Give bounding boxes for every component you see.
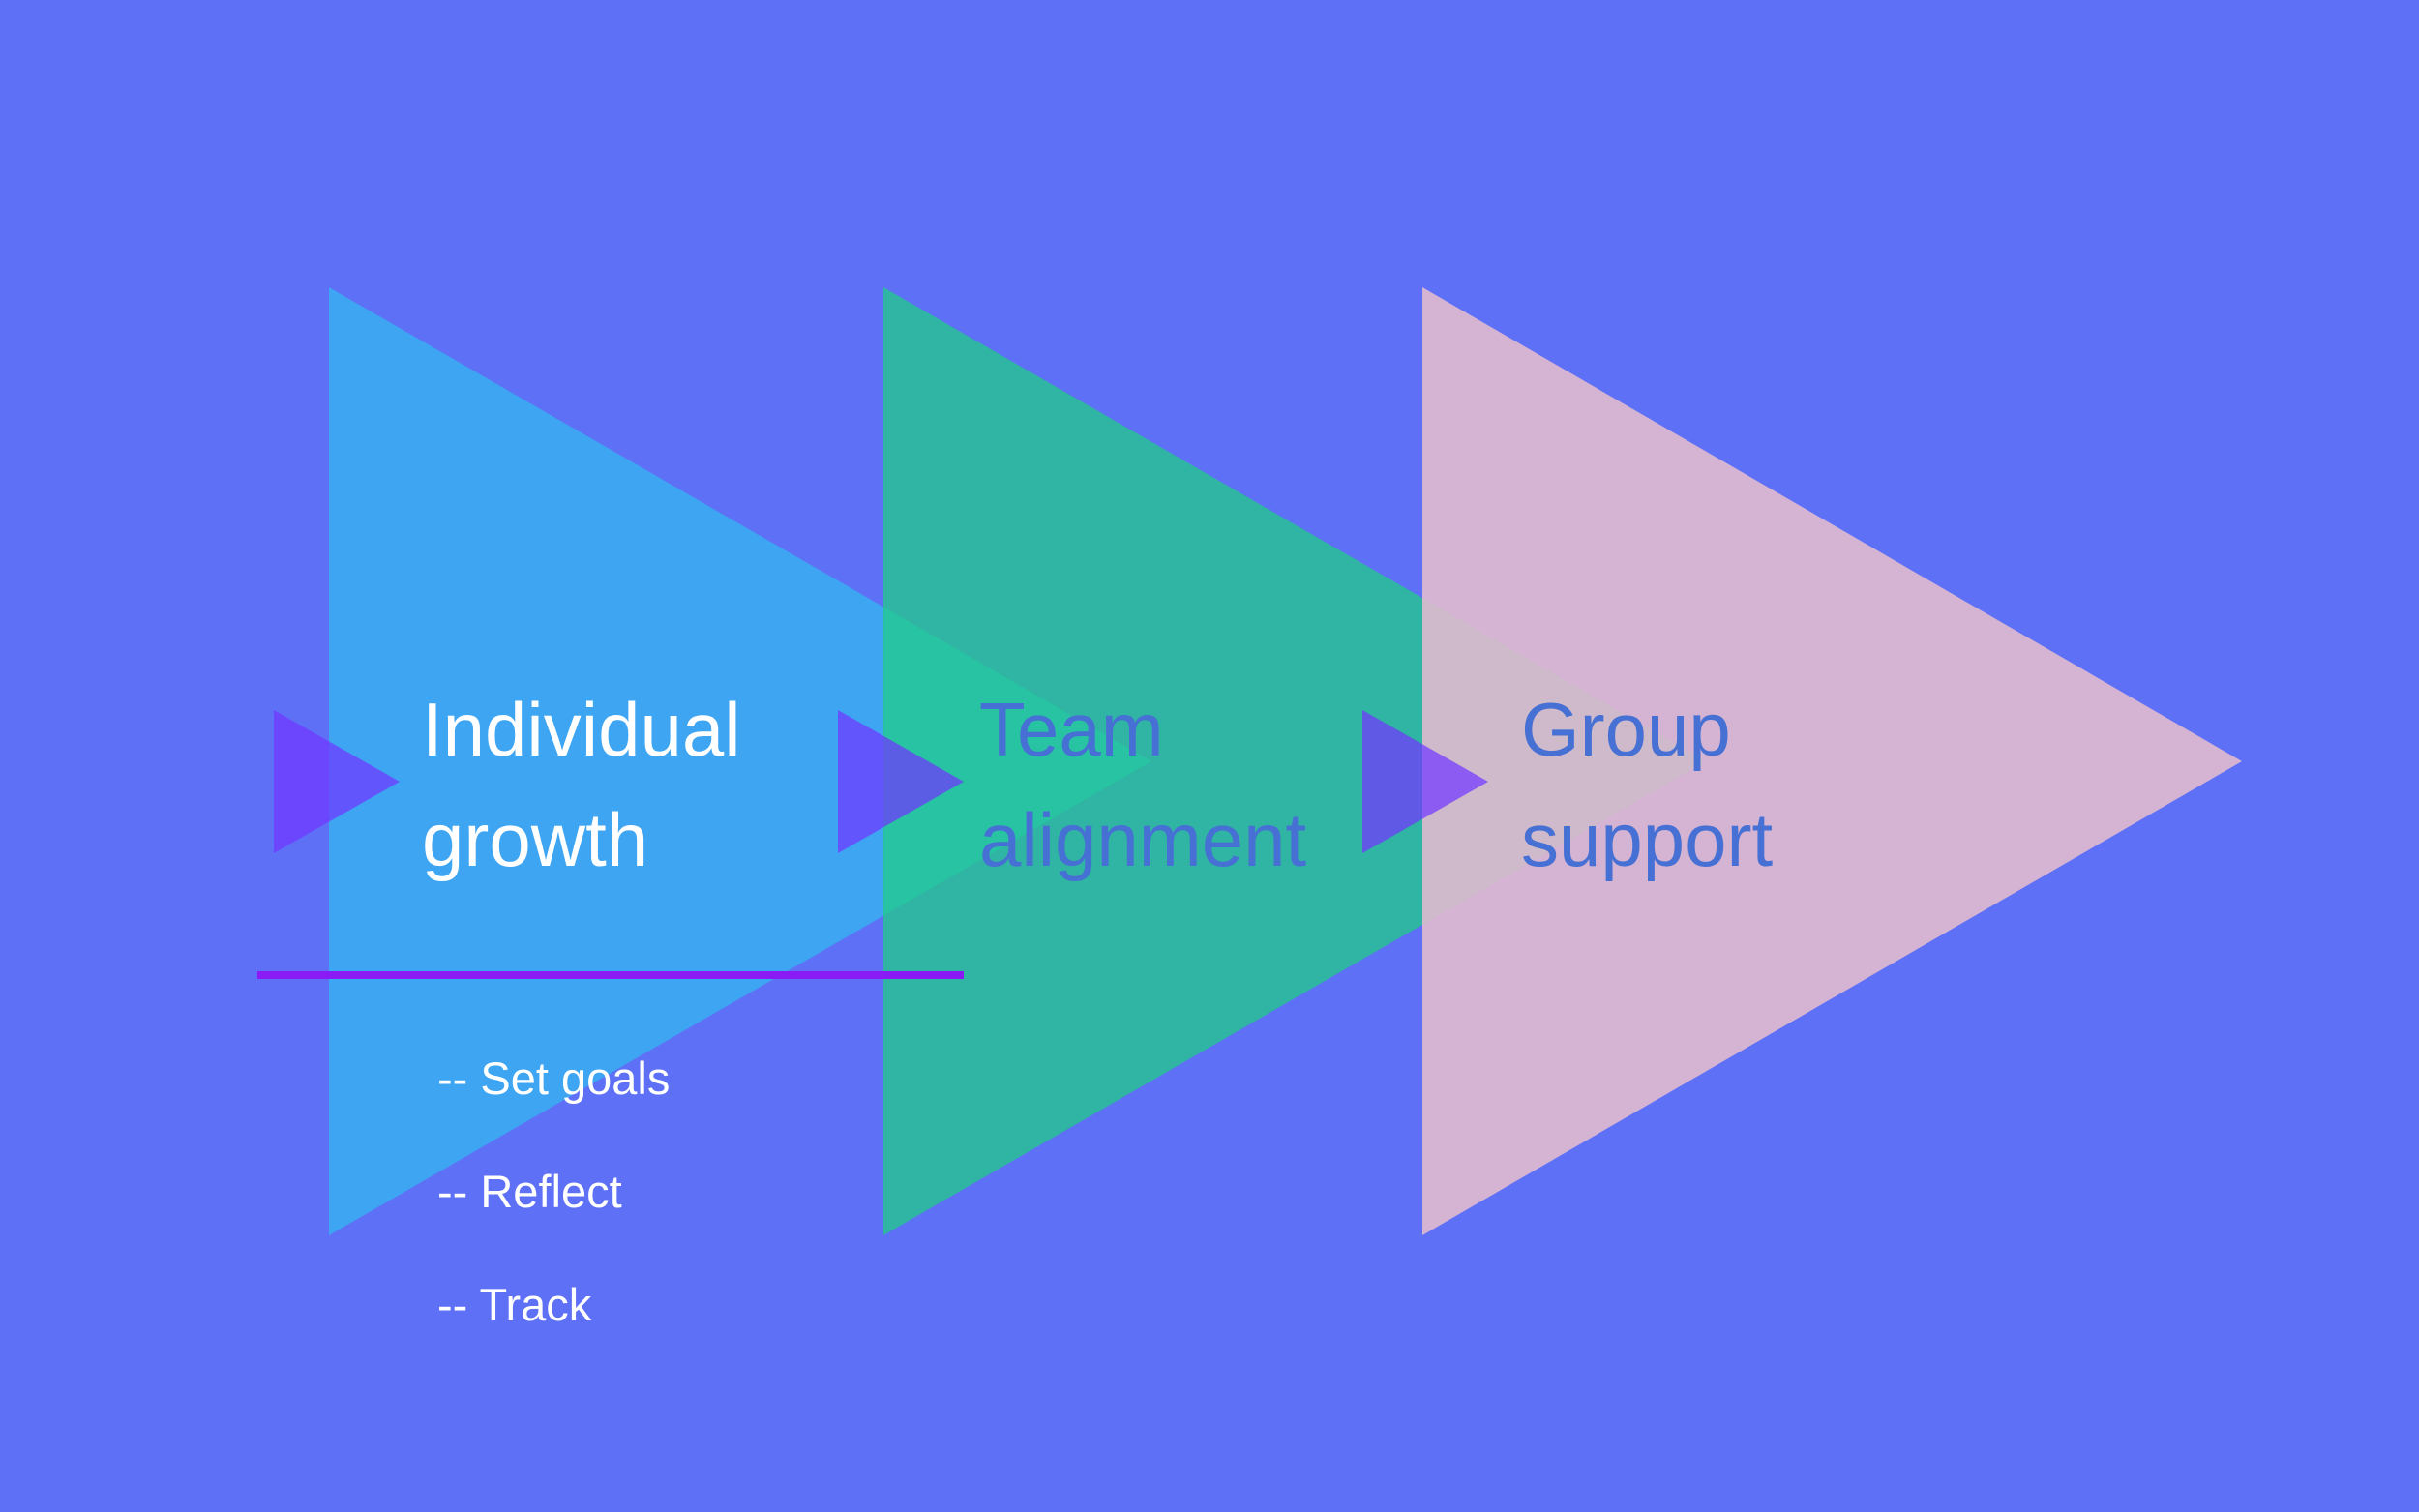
list-item: -- Reflect bbox=[437, 1166, 622, 1217]
stage-arrow-team bbox=[883, 287, 1706, 1235]
section-divider bbox=[257, 971, 964, 979]
stage-title-group: Group support bbox=[1521, 674, 1773, 895]
stage-arrow-group bbox=[1422, 287, 2242, 1235]
list-item: -- Track bbox=[437, 1279, 592, 1330]
individual-steps-list: -- Set goals -- Reflect -- Track bbox=[437, 1045, 670, 1384]
stage-title-line: growth bbox=[422, 797, 649, 882]
stage-title-line: alignment bbox=[979, 797, 1307, 882]
play-marker-icon bbox=[838, 710, 964, 853]
stage-title-line: Team bbox=[979, 687, 1164, 772]
stage-title-line: Group bbox=[1521, 687, 1731, 772]
stage-title-individual: Individual growth bbox=[422, 674, 741, 895]
list-item: -- Set goals bbox=[437, 1052, 671, 1104]
stage-title-line: Individual bbox=[422, 687, 741, 772]
play-marker-icon bbox=[274, 710, 400, 853]
play-marker-icon bbox=[1362, 710, 1488, 853]
stage-arrow-individual bbox=[329, 287, 1151, 1235]
stage-title-line: support bbox=[1521, 797, 1774, 882]
stage-title-team: Team alignment bbox=[979, 674, 1306, 895]
